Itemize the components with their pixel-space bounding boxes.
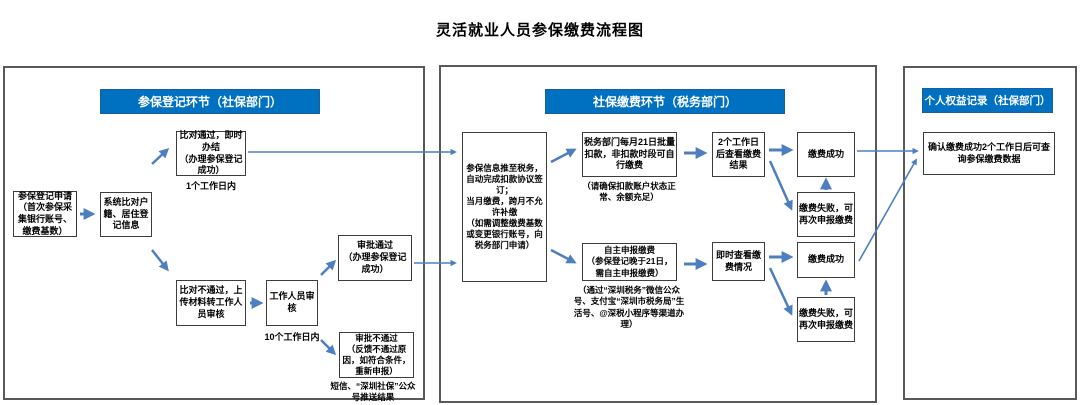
note-self-declare-channels: （通过“深圳税务”微信公众号、支付宝“深圳市税务局”生活号、@深税小程序等渠道办… [573,285,685,330]
node-check-fail: 比对不通过，上传材料转工作人员审核 [176,280,246,326]
node-self-declare: 自主申报缴费 （参保登记晚于21日，需自主申报缴费） [582,243,677,281]
panel-record [903,66,1077,400]
arrow-staff-review-to-approve-pass [320,259,337,276]
node-pay-success-batch: 缴费成功 [797,132,855,177]
node-pay-fail-self: 缴费失败，可再次申报缴费 [797,297,855,342]
node-check-result: 2个工作日后查看缴费结果 [712,132,765,177]
node-confirm-query: 确认缴费成功2个工作日后可查询参保缴费数据 [923,132,1055,175]
node-batch-deduct: 税务部门每月21日批量扣款，非扣款时段可自行缴费 [582,132,677,177]
arrow-check-result-to-pay-fail-batch [768,160,793,211]
node-staff-review: 工作人员审核 [266,280,318,326]
node-check-pass: 比对通过，即时办结 （办理参保登记成功） [176,130,246,176]
arrow-pay-success-self-to-confirm [858,158,917,262]
note-check-pass-duration: 1个工作日内 [185,181,236,191]
node-apply: 参保登记申请 （首次参保采集银行账号、缴费基数） [13,191,77,237]
arrow-check-now-to-pay-fail-self [768,267,793,316]
section-header-payment: 社保缴费环节（税务部门） [545,89,785,114]
arrow-system-check-to-check-pass [151,147,170,165]
arrow-push-info-to-batch-deduct [550,148,577,164]
node-pay-fail-batch: 缴费失败，可再次申报缴费 [797,192,855,237]
node-pay-success-self: 缴费成功 [797,242,855,278]
arrow-push-info-to-self-declare [550,248,577,264]
section-header-registration: 参保登记环节（社保部门） [100,89,320,114]
arrow-system-check-to-check-fail [151,249,169,272]
node-approve-pass: 审批通过 （办理参保登记成功） [338,235,412,281]
arrow-staff-review-to-approve-fail [320,339,337,356]
node-push-info: 参保信息推至税务，自动完成扣款协议签订； 当月缴费，跨月不允许补缴 （如需调整缴… [462,132,547,282]
node-approve-fail: 审批不通过 （反馈不通过原因，如符合条件，重新申报） [339,332,414,378]
node-check-now: 即时查看缴费情况 [712,242,765,281]
page-title: 灵活就业人员参保缴费流程图 [435,23,644,39]
section-header-record: 个人权益记录（社保部门） [922,88,1053,113]
note-staff-review-duration: 10个工作日内 [264,332,320,342]
node-system-check: 系统比对户籍、居住登记信息 [100,192,152,237]
note-batch-deduct: （请确保扣款账户状态正常、余额充足） [582,181,676,203]
note-approve-fail-push: 短信、“深圳社保”公众号推送结果 [330,381,416,403]
